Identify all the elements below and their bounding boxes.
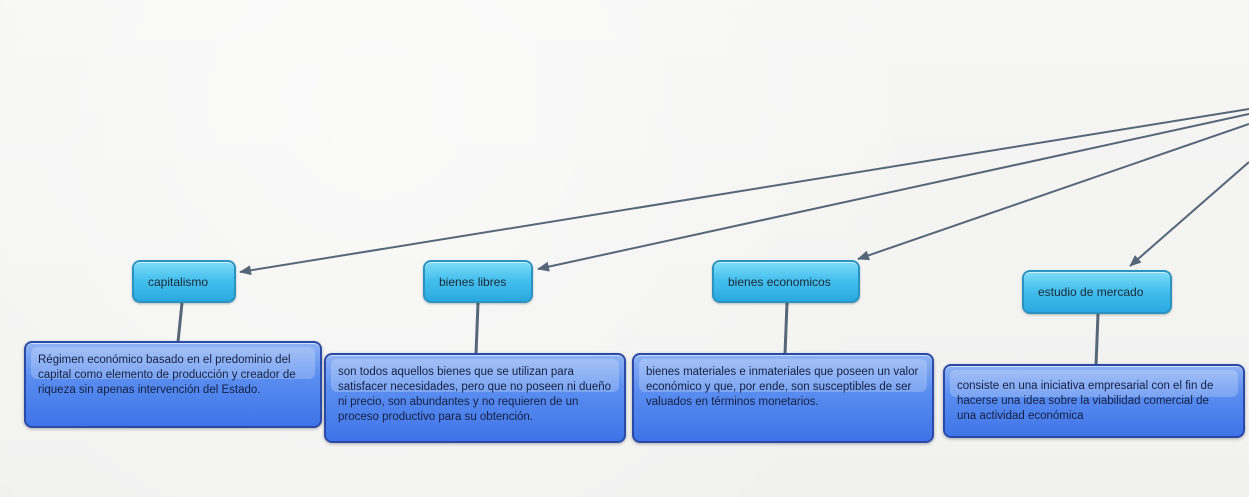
concept-label: bienes libres <box>439 274 507 289</box>
concept-label: estudio de mercado <box>1038 285 1144 299</box>
link-estudio-de-mercado-description <box>1094 313 1100 366</box>
arrow-to-bienes-economicos <box>857 123 1249 261</box>
concept-node-bienes-economicos[interactable]: bienes economicos <box>712 260 860 303</box>
description-node-estudio-de-mercado[interactable]: consiste en una iniciativa empresarial c… <box>943 364 1245 438</box>
description-node-bienes-economicos[interactable]: bienes materiales e inmateriales que pos… <box>632 353 934 443</box>
description-node-bienes-libres[interactable]: son todos aquellos bienes que se utiliza… <box>324 353 626 443</box>
description-text: bienes materiales e inmateriales que pos… <box>646 366 919 408</box>
description-node-capitalismo[interactable]: Régimen económico basado en el predomini… <box>24 341 322 428</box>
description-text: consiste en una iniciativa empresarial c… <box>957 380 1214 422</box>
concept-node-estudio-de-mercado[interactable]: estudio de mercado <box>1022 270 1172 314</box>
concept-label: capitalismo <box>148 274 209 289</box>
arrow-to-bienes-libres <box>537 113 1249 272</box>
arrow-to-capitalismo <box>239 108 1249 276</box>
description-text: Régimen económico basado en el predomini… <box>38 354 296 396</box>
concept-node-capitalismo[interactable]: capitalismo <box>132 260 236 303</box>
link-bienes-economicos-description <box>783 302 789 355</box>
link-bienes-libres-description <box>474 302 480 355</box>
arrow-to-estudio-de-mercado <box>1129 161 1249 267</box>
description-text: son todos aquellos bienes que se utiliza… <box>338 366 612 423</box>
link-capitalismo-description <box>176 302 184 343</box>
concept-label: bienes economicos <box>728 274 831 289</box>
concept-node-bienes-libres[interactable]: bienes libres <box>423 260 533 303</box>
